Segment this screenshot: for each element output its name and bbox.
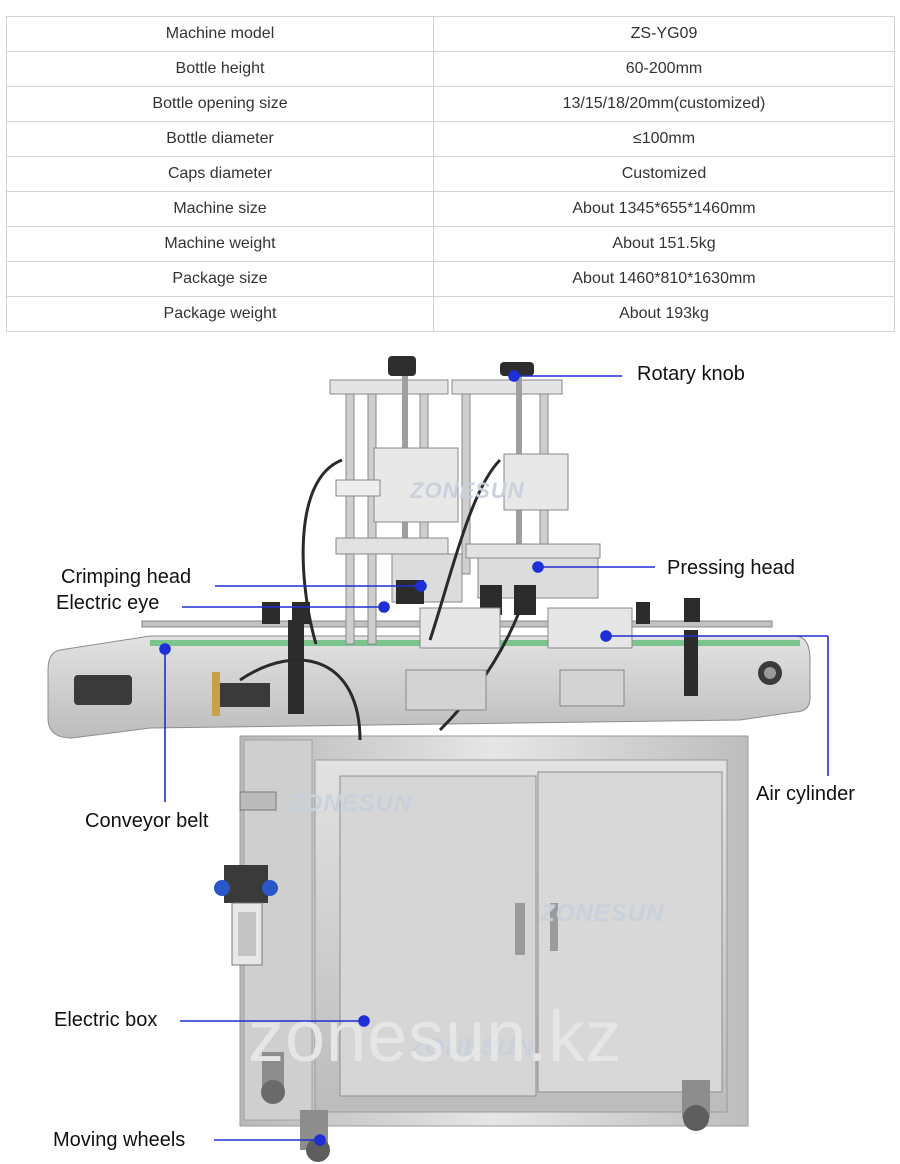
spec-value: About 193kg [433, 296, 895, 332]
spec-value: About 1460*810*1630mm [433, 261, 895, 297]
spec-label: Package size [6, 261, 434, 297]
cabinet [214, 735, 749, 1127]
callout-electric-eye: Electric eye [56, 592, 160, 614]
spec-label: Caps diameter [6, 156, 434, 192]
electric-eye-dot [378, 601, 390, 613]
electric-box-dot [358, 1015, 370, 1027]
capping-heads [239, 356, 633, 741]
spec-value: About 151.5kg [433, 226, 895, 262]
spec-label: Machine model [6, 16, 434, 52]
spec-label: Package weight [6, 296, 434, 332]
spec-value: About 1345*655*1460mm [433, 191, 895, 227]
brand-watermark: ZONESUN [288, 790, 413, 817]
table-row: Bottle diameter≤100mm [6, 121, 895, 157]
pressing-head-dot [532, 561, 544, 573]
spec-value: ≤100mm [433, 121, 895, 157]
callout-moving-wheels: Moving wheels [53, 1129, 186, 1151]
brand-watermark: ZONESUN [410, 478, 525, 503]
spec-label: Bottle height [6, 51, 434, 87]
rotary-knob-dot [508, 370, 520, 382]
spec-label: Bottle opening size [6, 86, 434, 122]
spec-label: Bottle diameter [6, 121, 434, 157]
spec-value: ZS-YG09 [433, 16, 895, 52]
callout-electric-box: Electric box [54, 1009, 158, 1031]
callout-air-cylinder: Air cylinder [756, 783, 855, 805]
machine-illustration [47, 356, 829, 1162]
air-cylinder-dot [600, 630, 612, 642]
spec-value: 60-200mm [433, 51, 895, 87]
spec-value: 13/15/18/20mm(customized) [433, 86, 895, 122]
callout-crimping-head: Crimping head [61, 566, 192, 588]
brand-watermark: ZONESUN [410, 1034, 535, 1061]
conveyor-belt-dot [159, 643, 171, 655]
moving-wheels-dot [314, 1134, 326, 1146]
callout-pressing-head: Pressing head [667, 557, 795, 579]
brand-watermark: ZONESUN [540, 900, 665, 927]
site-watermark: zonesun.kz [248, 997, 623, 1077]
callout-conveyor-belt: Conveyor belt [85, 810, 209, 832]
crimping-head-dot [415, 580, 427, 592]
callout-rotary-knob: Rotary knob [637, 363, 745, 385]
spec-label: Machine weight [6, 226, 434, 262]
spec-value: Customized [433, 156, 895, 192]
callout-lines [159, 370, 829, 1146]
machine-figure: ZONESUN ZONESUN ZONESUN ZONESUN zonesun.… [0, 340, 900, 1164]
spec-label: Machine size [6, 191, 434, 227]
